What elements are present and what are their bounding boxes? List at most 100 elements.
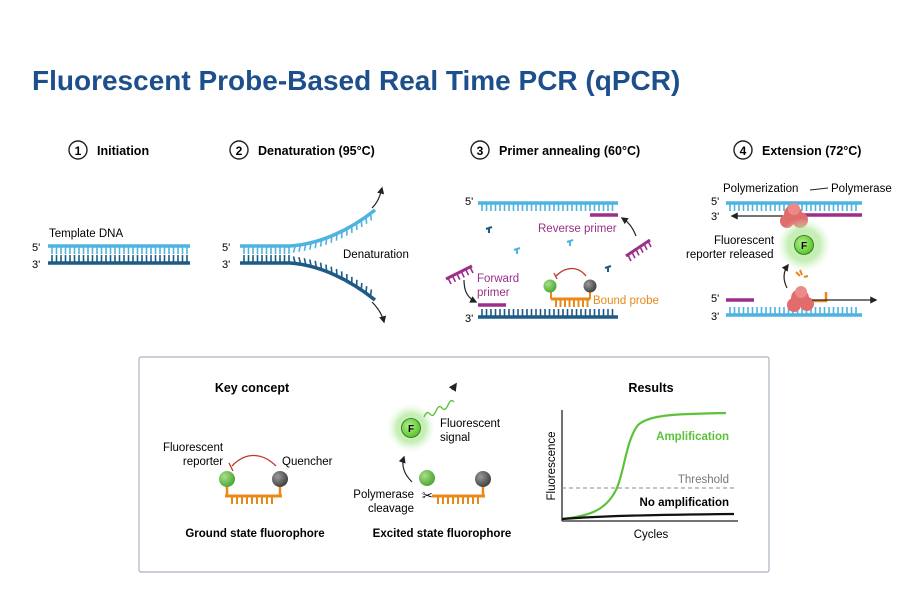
free-reverse-primer [625, 238, 652, 262]
base-tick [303, 243, 307, 252]
threshold-label: Threshold [678, 474, 729, 486]
five-prime-label: 5' [465, 196, 473, 208]
arrow-icon [620, 217, 637, 237]
top-strand [240, 208, 377, 248]
probe-oligo [225, 487, 282, 504]
base-tick [365, 216, 368, 224]
quencher-dye [272, 471, 288, 487]
three-prime-label: 3' [222, 259, 230, 271]
quench-inhibition-icon [555, 267, 587, 277]
quencher-label: Quencher [282, 456, 333, 468]
base-tick [325, 264, 328, 272]
step-label: Initiation [97, 144, 149, 158]
step-number-circle [68, 140, 88, 160]
results-heading: Results [628, 381, 673, 395]
base-tick [631, 251, 636, 259]
reporter-label-line2: reporter [183, 456, 223, 468]
step-number-circle [229, 140, 249, 160]
three-prime-label: 3' [711, 311, 719, 323]
bottom-strand-bases [729, 307, 857, 314]
top-strand-bases [481, 204, 614, 211]
step-number: 1 [75, 144, 82, 158]
base-tick [464, 268, 470, 276]
step-label: Denaturation (95°C) [258, 144, 375, 158]
base-tick [298, 257, 302, 265]
fluorescent-reporter-icon [401, 418, 421, 438]
step-1-template-dna: Template DNA 5' 3' [32, 228, 190, 271]
polymerase-pointer [809, 187, 829, 191]
reporter-f-letter: F [801, 241, 807, 252]
five-prime-label: 5' [222, 242, 230, 254]
scissors-icon: ✂ [422, 488, 433, 503]
base-tick [314, 241, 318, 249]
base-tick [460, 271, 465, 278]
base-tick [627, 254, 632, 262]
release-arrow-icon [781, 263, 789, 289]
polymerase-enzyme-icon [787, 286, 814, 312]
light-wave-icon [423, 399, 455, 418]
step-number: 3 [477, 144, 484, 158]
bottom-strand-bases [481, 309, 614, 316]
base-tick [292, 245, 297, 253]
reporter-dye [219, 471, 235, 487]
step-2-denaturation: 5' 3' Denaturation [222, 186, 409, 324]
base-tick [447, 277, 452, 285]
no-amplification-curve [561, 512, 735, 521]
step-number-circle [470, 140, 490, 160]
x-axis-label: Cycles [634, 529, 669, 541]
probe-oligo [432, 487, 485, 504]
bound-probe-label: Bound probe [593, 295, 659, 307]
arrow-up-icon [371, 186, 385, 209]
cleavage-label: Polymerase [353, 489, 414, 501]
forward-primer-label-line2: primer [477, 287, 510, 299]
base-tick [365, 286, 368, 294]
step-label: Primer annealing (60°C) [499, 144, 640, 158]
base-pairs-bottom [51, 255, 188, 262]
step-3-header: 3 Primer annealing (60°C) [470, 140, 640, 160]
base-tick [292, 256, 297, 264]
template-dna-label: Template DNA [49, 228, 123, 240]
y-axis-label: Fluorescence [546, 431, 558, 500]
five-prime-label: 5' [32, 242, 40, 254]
base-tick [309, 242, 312, 250]
key-concept-section: Key concept Fluorescent reporter Quenche… [163, 381, 511, 540]
arrow-icon [463, 279, 478, 303]
step-2-header: 2 Denaturation (95°C) [229, 140, 375, 160]
free-probe-fragments-icon [485, 226, 612, 272]
bottom-strand [240, 261, 377, 302]
results-section: Results Fluorescence Cycles Threshold Am… [546, 381, 738, 541]
cleaved-probe-fragments-icon [795, 269, 809, 278]
polymerase-label: Polymerase [831, 183, 892, 195]
bound-probe [543, 267, 597, 307]
base-tick [325, 237, 328, 245]
denaturation-label: Denaturation [343, 249, 409, 261]
remaining-probe [812, 292, 828, 303]
amplification-curve [561, 411, 727, 521]
three-prime-label: 3' [711, 211, 719, 223]
quench-inhibition-icon [231, 454, 277, 467]
reporter-label: Fluorescent [163, 442, 224, 454]
fluorescent-signal-label: Fluorescent [440, 418, 501, 430]
base-tick [314, 260, 318, 269]
forward-primer-label: Forward [477, 273, 519, 285]
quencher-dye [475, 471, 491, 487]
base-tick [309, 259, 312, 267]
excited-state-caption: Excited state fluorophore [373, 528, 512, 540]
base-pairs [243, 213, 373, 297]
released-reporter-icon [794, 235, 814, 255]
five-prime-label: 5' [711, 293, 719, 305]
release-arrow-icon [398, 455, 413, 483]
step-4-header: 4 Extension (72°C) [733, 140, 861, 160]
reporter-dye [543, 279, 557, 293]
reporter-released-label-line2: reporter released [686, 249, 774, 261]
step-1-header: 1 Initiation [68, 140, 149, 160]
arrow-down-icon [371, 301, 387, 324]
step-number: 4 [740, 144, 747, 158]
no-amplification-label: No amplification [640, 497, 729, 509]
base-tick [456, 273, 461, 280]
base-tick [635, 249, 640, 256]
five-prime-label: 5' [711, 196, 719, 208]
base-tick [330, 266, 333, 274]
three-prime-label: 3' [32, 259, 40, 271]
quencher-dye [583, 279, 597, 293]
